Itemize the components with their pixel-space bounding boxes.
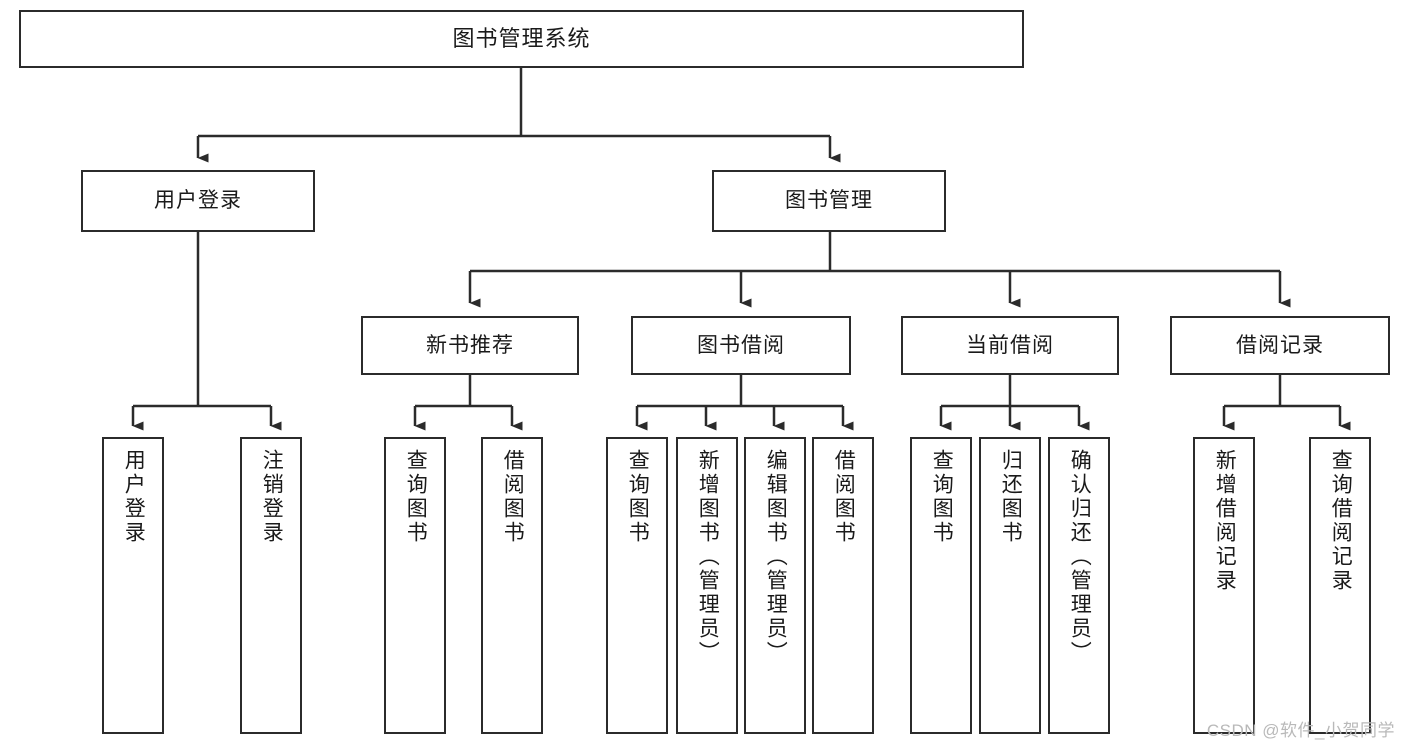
- leaf-label: 查询图书: [930, 449, 954, 545]
- node-borrow-record[interactable]: 借阅记录: [1170, 316, 1390, 375]
- leaf-label: 编辑图书（管理员）: [764, 449, 788, 665]
- leaf-current-borrow-confirm-return[interactable]: 确认归还（管理员）: [1048, 437, 1110, 734]
- leaf-label: 查询图书: [626, 449, 650, 545]
- leaf-user-login-logout[interactable]: 注销登录: [240, 437, 302, 734]
- leaf-user-login-login[interactable]: 用户登录: [102, 437, 164, 734]
- node-label: 图书管理: [785, 189, 873, 213]
- leaf-book-borrow-edit[interactable]: 编辑图书（管理员）: [744, 437, 806, 734]
- node-label: 当前借阅: [966, 333, 1054, 357]
- leaf-label: 归还图书: [999, 449, 1023, 545]
- leaf-book-borrow-query[interactable]: 查询图书: [606, 437, 668, 734]
- leaf-new-book-query[interactable]: 查询图书: [384, 437, 446, 734]
- node-book-borrow[interactable]: 图书借阅: [631, 316, 851, 375]
- leaf-label: 借阅图书: [501, 449, 525, 545]
- node-book-management[interactable]: 图书管理: [712, 170, 946, 232]
- node-label: 用户登录: [154, 189, 242, 213]
- leaf-borrow-record-query[interactable]: 查询借阅记录: [1309, 437, 1371, 734]
- node-label: 新书推荐: [426, 333, 514, 357]
- leaf-borrow-record-add[interactable]: 新增借阅记录: [1193, 437, 1255, 734]
- node-label: 借阅记录: [1236, 333, 1324, 357]
- node-label: 图书管理系统: [452, 25, 591, 51]
- leaf-label: 用户登录: [122, 449, 146, 545]
- leaf-current-borrow-return[interactable]: 归还图书: [979, 437, 1041, 734]
- node-new-book-recommend[interactable]: 新书推荐: [361, 316, 579, 375]
- leaf-book-borrow-borrow[interactable]: 借阅图书: [812, 437, 874, 734]
- leaf-new-book-borrow[interactable]: 借阅图书: [481, 437, 543, 734]
- leaf-label: 新增借阅记录: [1213, 449, 1237, 593]
- leaf-label: 借阅图书: [832, 449, 856, 545]
- leaf-label: 注销登录: [260, 449, 284, 545]
- leaf-label: 新增图书（管理员）: [696, 449, 720, 665]
- node-label: 图书借阅: [697, 333, 785, 357]
- leaf-label: 查询借阅记录: [1329, 449, 1353, 593]
- node-user-login[interactable]: 用户登录: [81, 170, 315, 232]
- leaf-book-borrow-add[interactable]: 新增图书（管理员）: [676, 437, 738, 734]
- node-current-borrow[interactable]: 当前借阅: [901, 316, 1119, 375]
- leaf-label: 确认归还（管理员）: [1068, 449, 1092, 665]
- leaf-current-borrow-query[interactable]: 查询图书: [910, 437, 972, 734]
- node-root-system[interactable]: 图书管理系统: [19, 10, 1024, 68]
- leaf-label: 查询图书: [404, 449, 428, 545]
